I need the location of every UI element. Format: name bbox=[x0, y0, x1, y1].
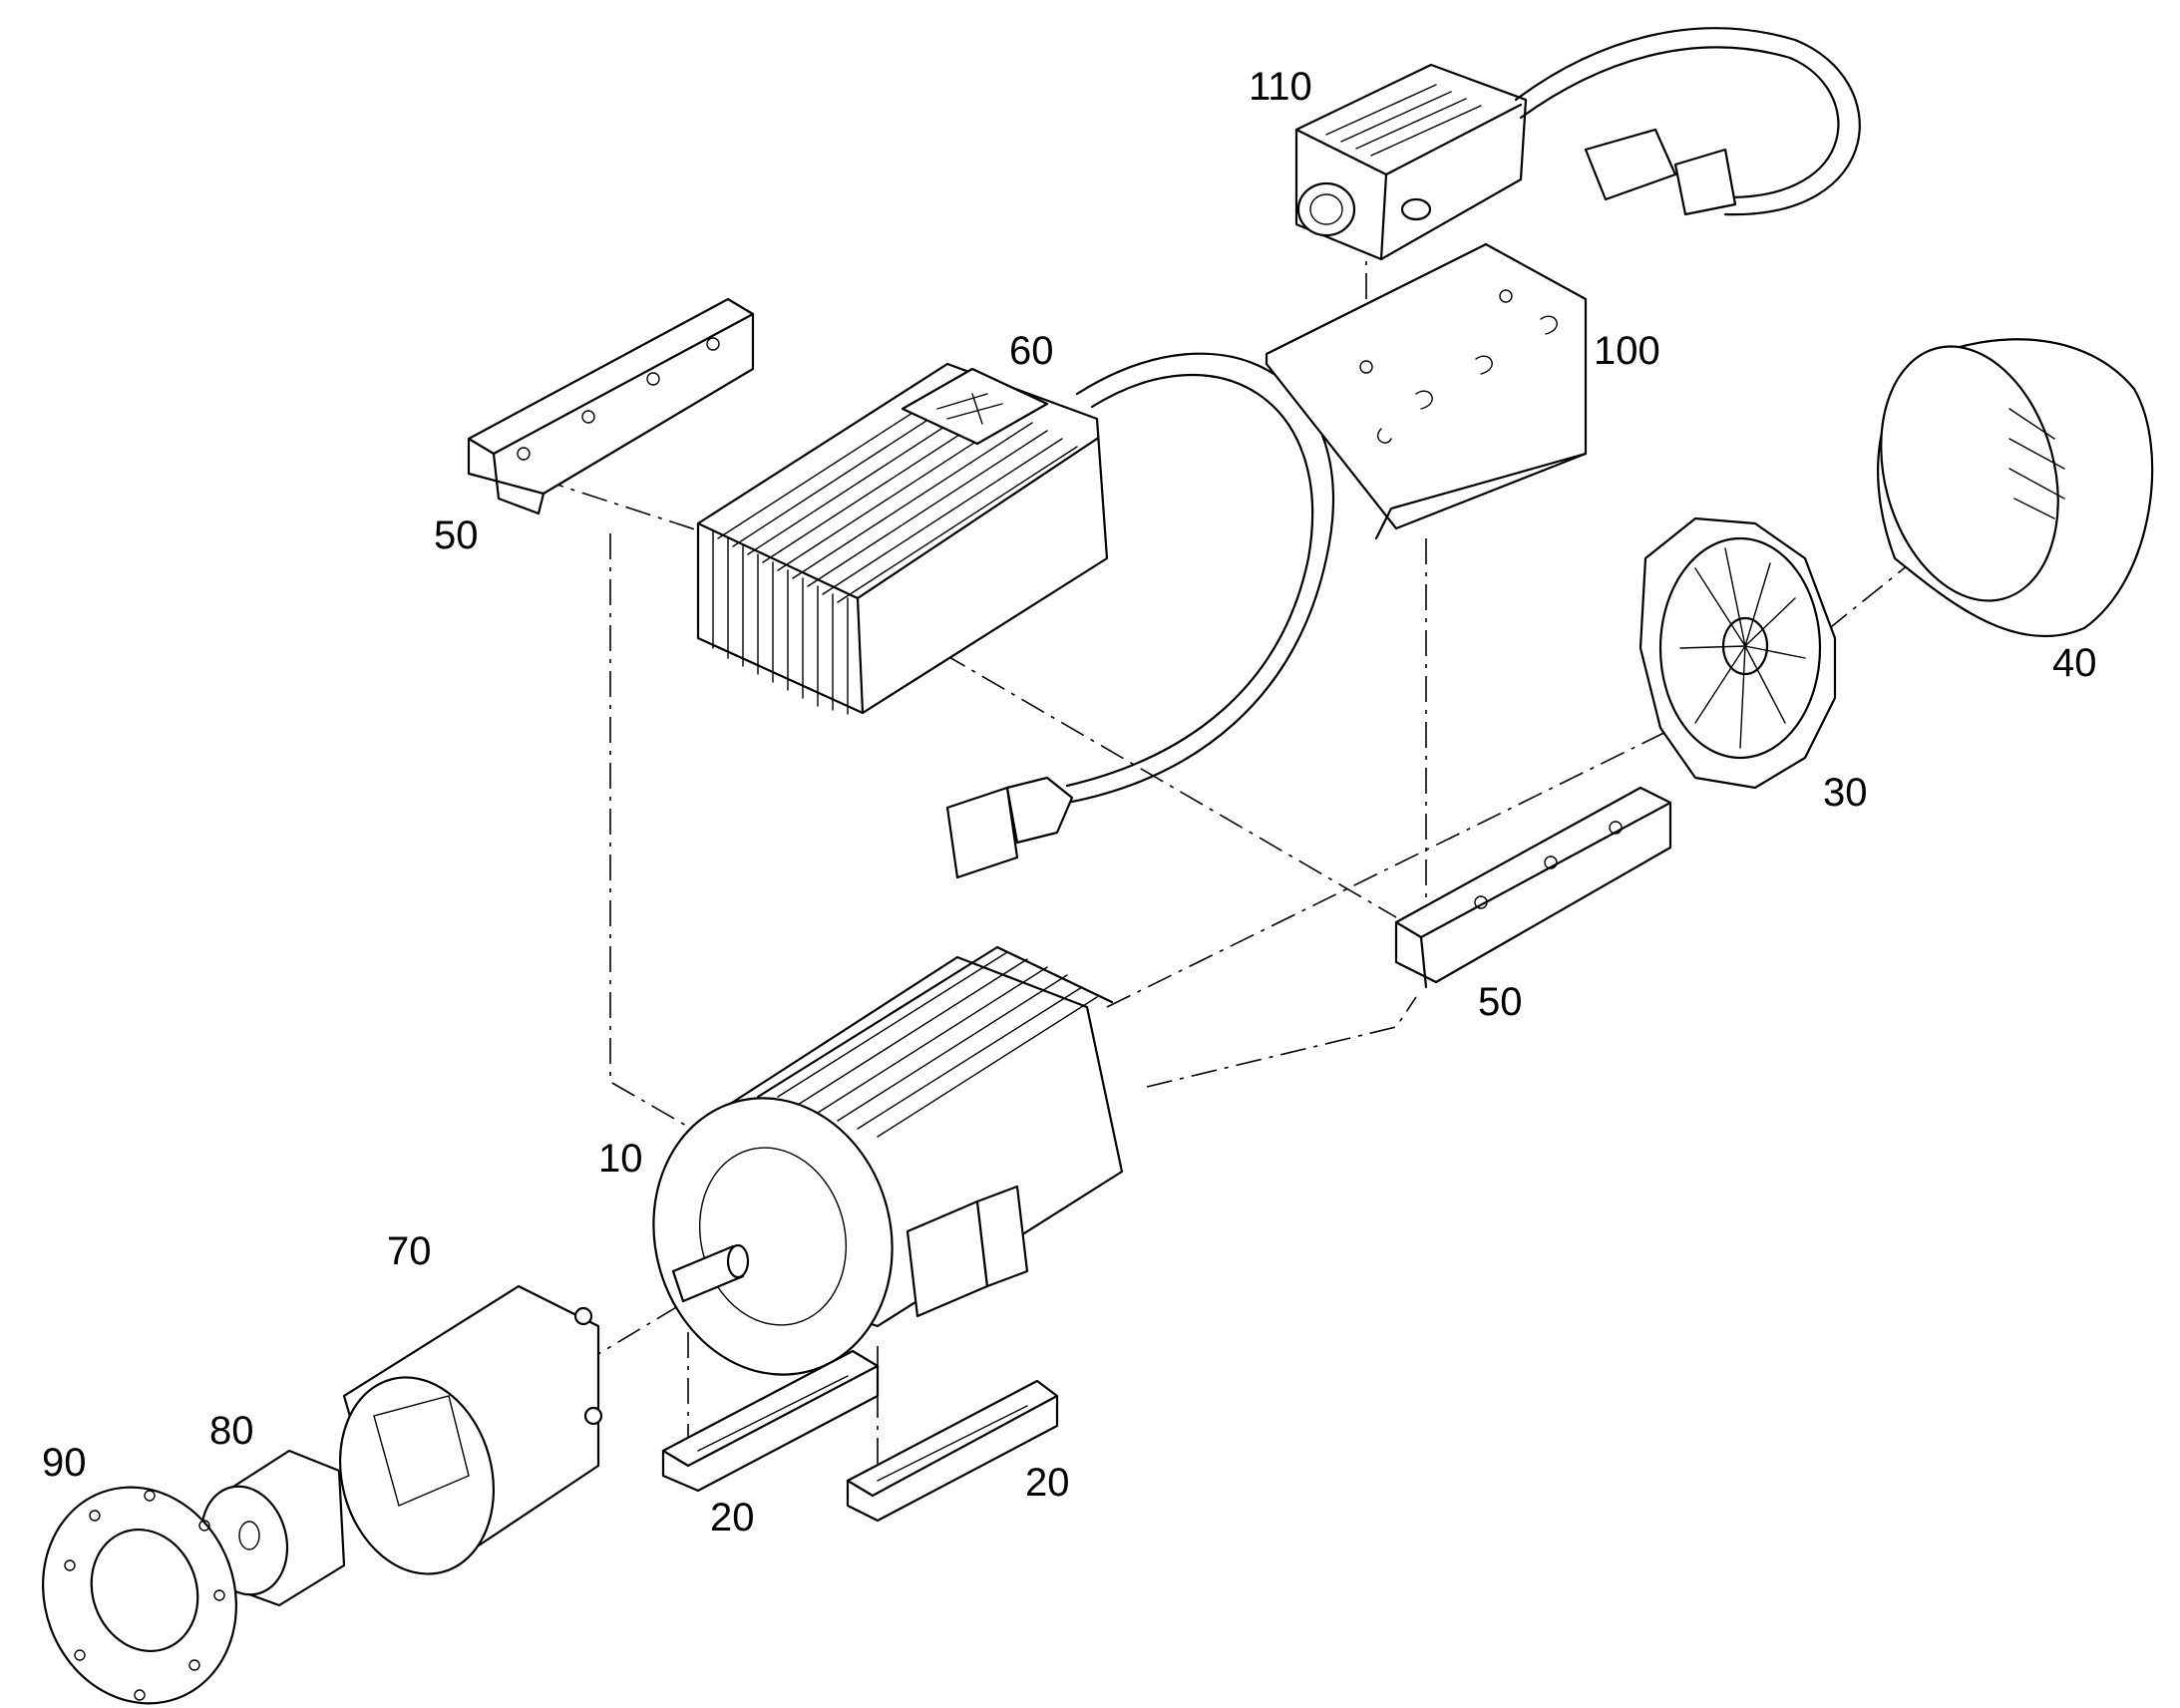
part-label-50-upper: 50 bbox=[434, 513, 479, 557]
part-number-labels: 10 20 20 30 40 50 50 60 70 80 90 100 110 bbox=[42, 65, 2097, 1539]
flange-ring-part-90 bbox=[42, 1486, 237, 1705]
bracket-rail-part-50-upper bbox=[467, 297, 755, 515]
foot-rail-part-20-left bbox=[661, 1349, 880, 1493]
mounting-plate-part-100 bbox=[1265, 242, 1588, 540]
part-label-60: 60 bbox=[1009, 329, 1054, 373]
motor-part-10 bbox=[652, 945, 1124, 1376]
connection-box-part-110 bbox=[1294, 27, 1861, 261]
part-label-100: 100 bbox=[1594, 329, 1660, 373]
part-label-10: 10 bbox=[598, 1137, 643, 1181]
part-label-110: 110 bbox=[1249, 65, 1312, 109]
part-label-90: 90 bbox=[42, 1441, 87, 1485]
fan-cover-part-40 bbox=[1877, 338, 2154, 638]
part-label-40: 40 bbox=[2052, 641, 2097, 685]
foot-rail-part-20-right bbox=[846, 1379, 1059, 1523]
flange-adapter-part-70 bbox=[338, 1284, 603, 1575]
part-label-50-lower: 50 bbox=[1478, 980, 1523, 1024]
part-label-20-left: 20 bbox=[710, 1496, 755, 1539]
part-label-30: 30 bbox=[1823, 771, 1868, 815]
part-label-70: 70 bbox=[387, 1229, 432, 1273]
fan-impeller-part-30 bbox=[1638, 516, 1837, 790]
bracket-rail-part-50-lower bbox=[1394, 786, 1672, 989]
part-label-20-right: 20 bbox=[1025, 1461, 1070, 1505]
drive-housing-part-60 bbox=[696, 352, 1334, 879]
coupling-part-80 bbox=[199, 1449, 346, 1607]
part-label-80: 80 bbox=[209, 1409, 254, 1453]
